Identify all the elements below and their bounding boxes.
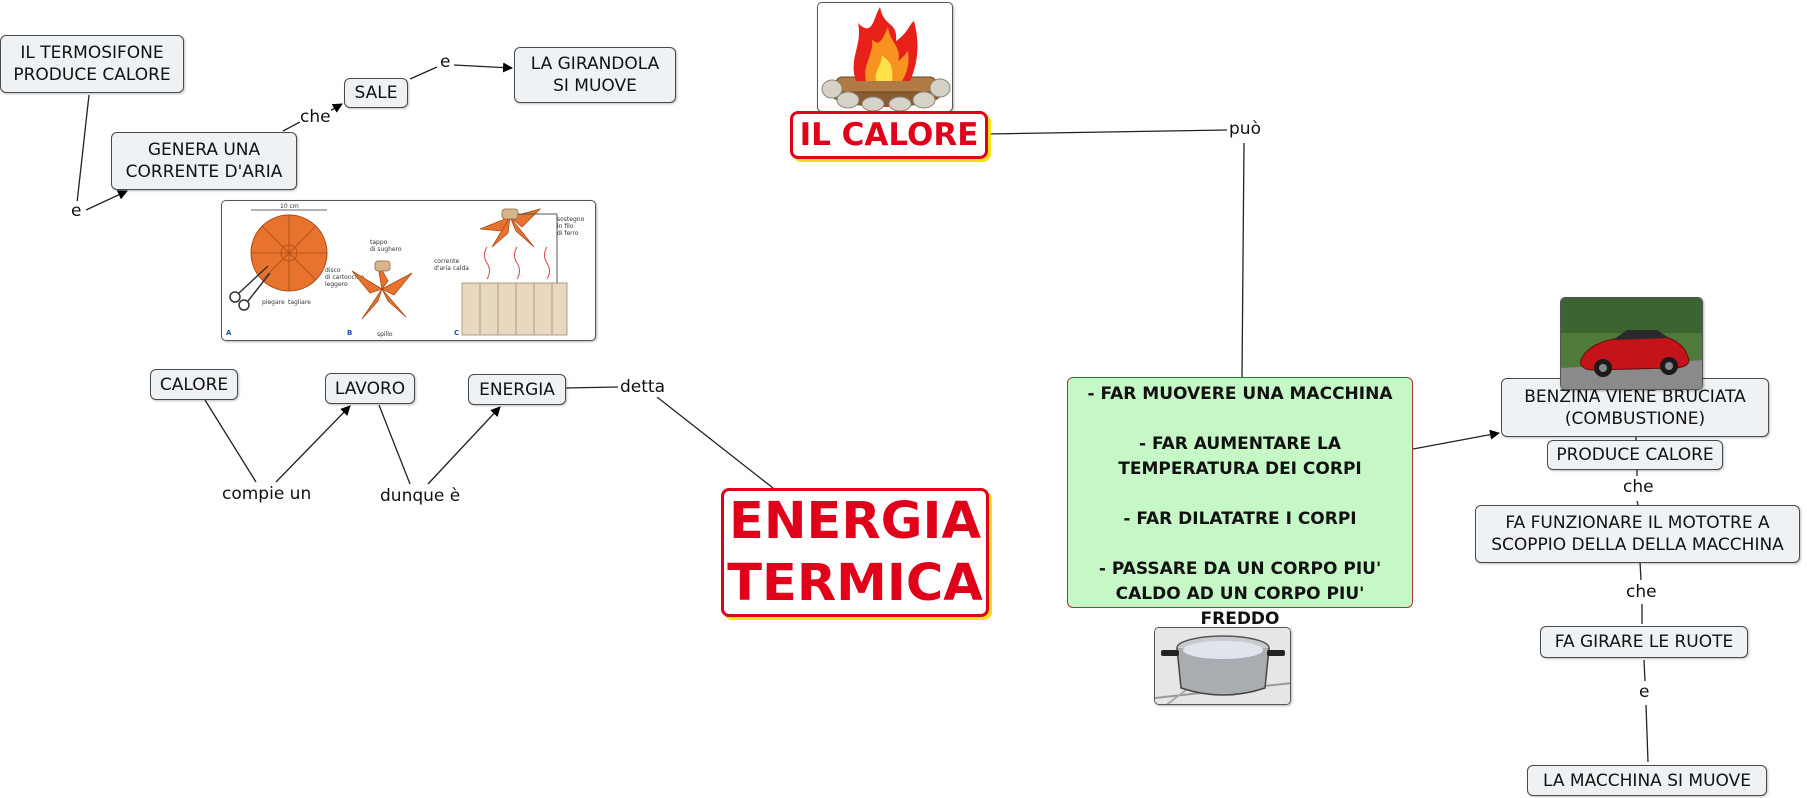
sostegno-label: sostegno: [557, 216, 585, 223]
effect-item: - FAR AUMENTARE LA TEMPERATURA DEI CORPI: [1118, 434, 1362, 479]
effects-box[interactable]: - FAR MUOVERE UNA MACCHINA - FAR AUMENTA…: [1067, 377, 1413, 629]
node-produce-calore[interactable]: PRODUCE CALORE: [1547, 440, 1723, 470]
size-label: 10 cm: [280, 203, 299, 210]
spillo-label: spillo: [377, 331, 393, 338]
link-label-compie-un: compie un: [222, 484, 312, 504]
red-car-icon: [1561, 298, 1702, 389]
link-label-che: che: [300, 107, 331, 127]
panel-a-label: A: [226, 329, 232, 337]
svg-text:di ferro: di ferro: [557, 230, 579, 237]
node-corrente-aria[interactable]: GENERA UNA CORRENTE D'ARIA: [111, 132, 297, 190]
link-label-che: che: [1623, 477, 1654, 497]
boiling-pot-image: [1154, 627, 1291, 705]
svg-text:d'aria calda: d'aria calda: [434, 265, 469, 272]
effect-item: - FAR DILATATRE I CORPI: [1123, 509, 1357, 529]
link-label-dunque-e: dunque è: [380, 486, 461, 506]
link-label-e: e: [71, 201, 82, 221]
node-motore-scoppio[interactable]: FA FUNZIONARE IL MOTOTRE A SCOPPIO DELLA…: [1475, 505, 1800, 563]
title-il-calore[interactable]: IL CALORE: [790, 111, 988, 159]
svg-text:di cartoncino: di cartoncino: [325, 274, 364, 281]
effect-item: - FAR MUOVERE UNA MACCHINA: [1087, 384, 1393, 404]
panel-c-label: C: [454, 329, 459, 337]
node-girandola[interactable]: LA GIRANDOLA SI MUOVE: [514, 47, 676, 103]
panel-b-label: B: [347, 329, 352, 337]
pot-icon: [1155, 628, 1290, 704]
node-macchina-muove[interactable]: LA MACCHINA SI MUOVE: [1527, 765, 1767, 796]
link-label-che: che: [1626, 582, 1657, 602]
node-energia[interactable]: ENERGIA: [468, 374, 566, 405]
link-label-puo: può: [1229, 119, 1261, 139]
title-energia-termica[interactable]: ENERGIA TERMICA: [721, 488, 989, 617]
pinwheel-illustration: 10 cm piegare tagliare disco di cartonci…: [226, 203, 585, 338]
tagliare-label: tagliare: [288, 299, 311, 306]
girandola-diagram-image: 10 cm piegare tagliare disco di cartonci…: [221, 200, 596, 341]
ferrari-image: [1560, 297, 1703, 390]
node-girare-ruote[interactable]: FA GIRARE LE RUOTE: [1540, 626, 1748, 658]
fire-image: [817, 2, 953, 112]
svg-text:di sughero: di sughero: [370, 246, 402, 253]
corrente-label: corrente: [434, 258, 460, 265]
tappo-label: tappo: [370, 239, 388, 246]
node-sale[interactable]: SALE: [344, 78, 408, 108]
svg-text:in filo: in filo: [557, 223, 574, 230]
node-termosifone[interactable]: IL TERMOSIFONE PRODUCE CALORE: [0, 35, 184, 93]
piegare-label: piegare: [262, 299, 285, 306]
effect-item: - PASSARE DA UN CORPO PIU' CALDO AD UN C…: [1098, 559, 1382, 629]
link-label-detta: detta: [620, 377, 665, 397]
link-label-e: e: [1639, 682, 1650, 702]
svg-text:leggero: leggero: [325, 281, 348, 288]
link-label-e: e: [440, 52, 451, 72]
disco-label: disco: [325, 267, 341, 274]
node-calore[interactable]: CALORE: [150, 369, 238, 400]
node-lavoro[interactable]: LAVORO: [325, 373, 415, 404]
campfire-icon: [821, 7, 951, 111]
